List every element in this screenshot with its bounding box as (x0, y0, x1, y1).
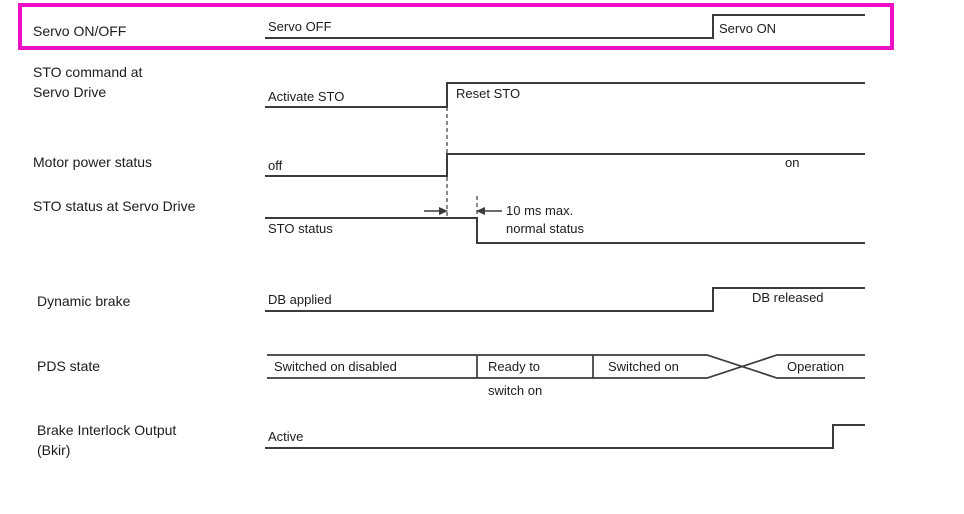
pds-state-operation: Operation (787, 359, 845, 374)
brake-active-text: Active (268, 429, 304, 444)
servo-row-highlight-box (18, 3, 894, 50)
servo-onoff-wave (265, 14, 865, 39)
servo-off-text: Servo OFF (268, 19, 332, 34)
row-label-sto-status: STO status at Servo Drive (33, 198, 196, 214)
dynamic-brake-wave (265, 287, 865, 312)
delay-arrowhead-left (476, 207, 485, 215)
db-released-text: DB released (752, 290, 824, 305)
db-applied-text: DB applied (268, 292, 332, 307)
pds-state-switched-on: Switched on (608, 359, 679, 374)
sto-command-wave (265, 82, 865, 108)
motor-off-text: off (268, 158, 283, 173)
motor-on-text: on (785, 155, 800, 170)
pds-state-switched-on-disabled: Switched on disabled (274, 359, 397, 374)
servo-on-text: Servo ON (719, 21, 777, 36)
row-label-motor-power: Motor power status (33, 154, 153, 170)
pds-state-ready-to: Ready to (488, 359, 541, 374)
motor-power-wave (265, 153, 865, 177)
row-label-sto-command: STO command at Servo Drive (33, 64, 143, 100)
row-label-dynamic-brake: Dynamic brake (37, 293, 131, 309)
sto-status-text: STO status (268, 221, 333, 236)
row-label-servo-onoff: Servo ON/OFF (33, 23, 127, 39)
delay-arrowhead-right (439, 207, 448, 215)
reset-sto-text: Reset STO (456, 86, 521, 101)
delay-10ms-text: 10 ms max. (506, 203, 574, 218)
pds-state-switch-on: switch on (488, 383, 543, 398)
normal-status-text: normal status (506, 221, 585, 236)
row-label-pds-state: PDS state (37, 358, 101, 374)
row-label-brake-interlock: Brake Interlock Output (Bkir) (37, 422, 177, 458)
sto-status-wave (265, 217, 865, 244)
pds-bus-line-b (267, 354, 865, 379)
brake-interlock-wave (265, 424, 865, 449)
activate-sto-text: Activate STO (268, 89, 345, 104)
